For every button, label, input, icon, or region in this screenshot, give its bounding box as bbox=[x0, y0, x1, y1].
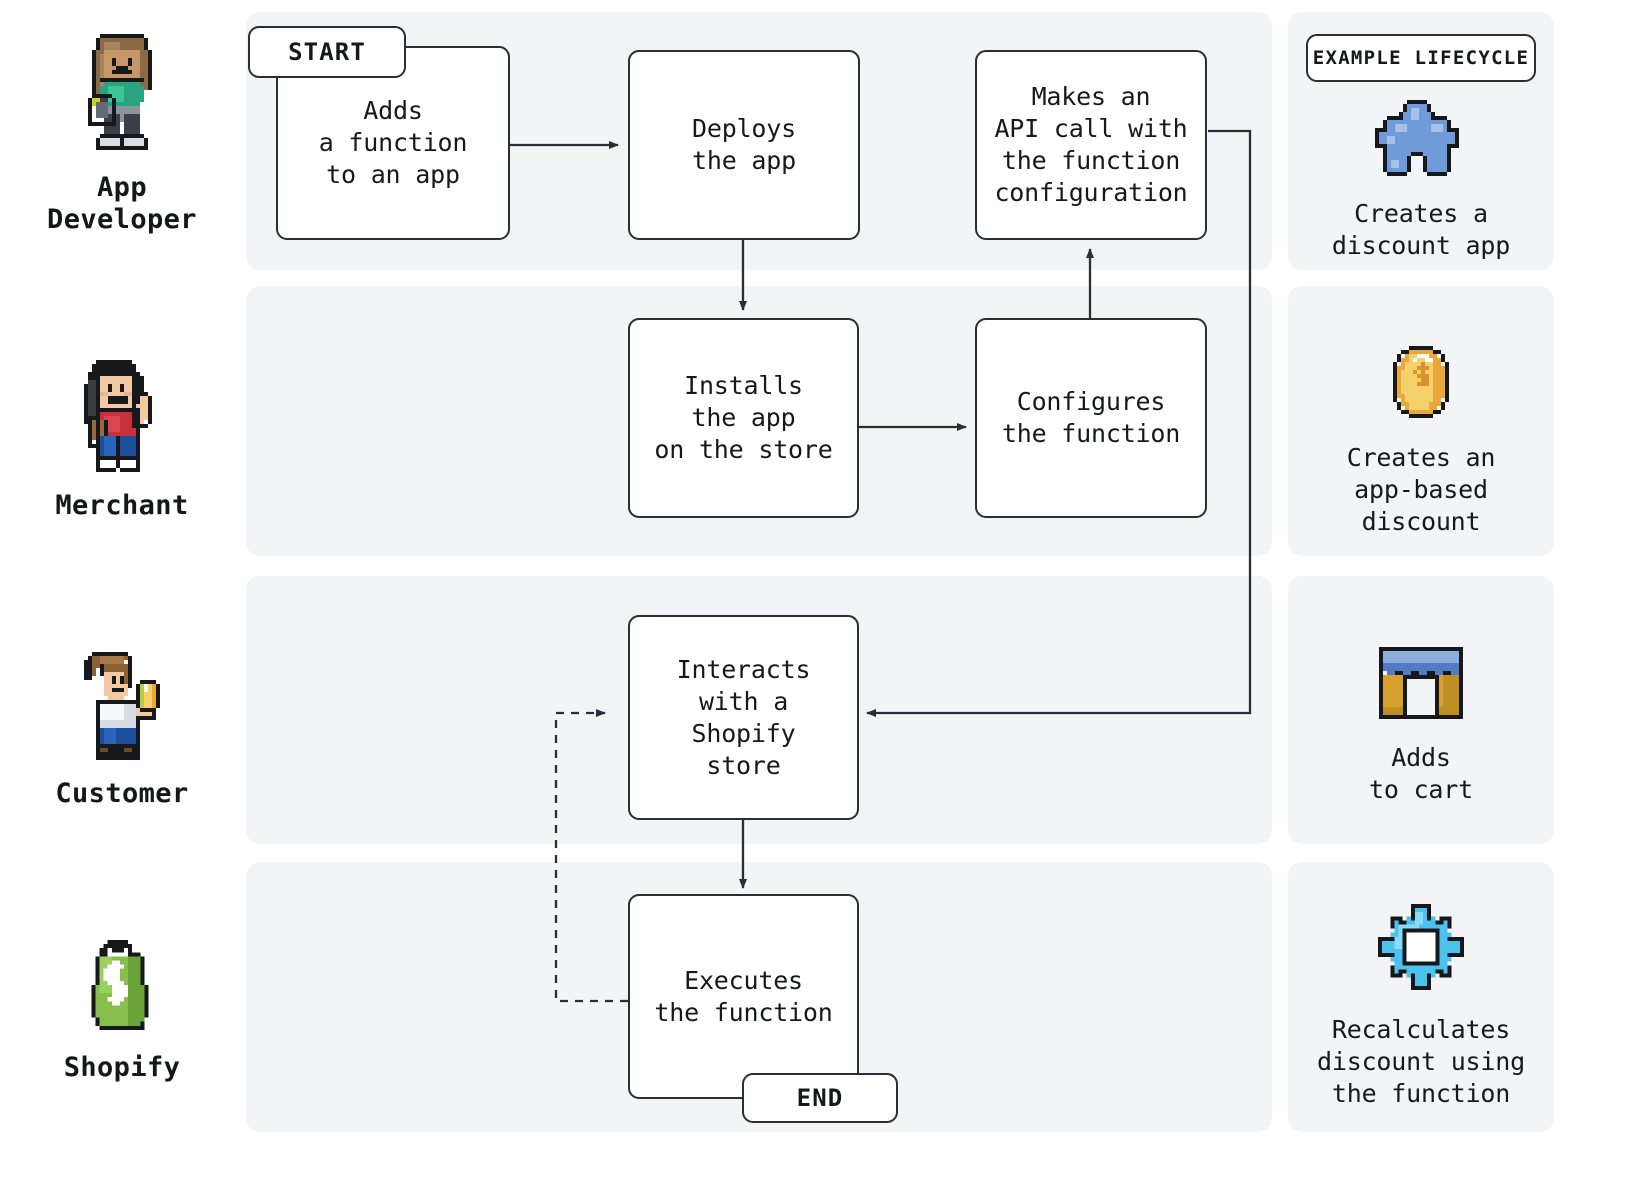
legend-card-creates-app-based-discount: Creates an app-based discount bbox=[1288, 286, 1554, 556]
gear-icon bbox=[1378, 904, 1464, 994]
flow-node-interacts-store[interactable]: Interacts with a Shopify store bbox=[628, 615, 859, 820]
shopify-bag-icon bbox=[12, 940, 232, 1038]
flow-node-label: Installs the app on the store bbox=[654, 371, 833, 464]
flow-node-deploys-app[interactable]: Deploys the app bbox=[628, 50, 860, 240]
actor-app-developer: App Developer bbox=[12, 34, 232, 235]
start-badge: START bbox=[248, 26, 406, 78]
actor-shopify: Shopify bbox=[12, 940, 232, 1084]
gold-coin-icon bbox=[1389, 342, 1453, 426]
flow-node-label: Executes the function bbox=[654, 965, 833, 1027]
actor-label: App Developer bbox=[47, 172, 197, 235]
actor-label: Merchant bbox=[55, 490, 189, 521]
end-badge-label: END bbox=[796, 1084, 844, 1112]
actor-customer: Customer bbox=[12, 648, 232, 810]
legend-label: Creates an app-based discount bbox=[1346, 443, 1496, 536]
legend-label: Adds to cart bbox=[1369, 743, 1473, 804]
storefront-icon bbox=[1375, 642, 1467, 724]
flow-node-label: Adds a function to an app bbox=[318, 96, 468, 189]
flow-node-label: Configures the function bbox=[1001, 387, 1181, 448]
actor-label: Shopify bbox=[63, 1052, 181, 1083]
flow-node-configures-function[interactable]: Configures the function bbox=[975, 318, 1207, 518]
puzzle-piece-icon bbox=[1375, 100, 1467, 184]
start-badge-label: START bbox=[288, 38, 366, 66]
legend-card-adds-to-cart: Adds to cart bbox=[1288, 576, 1554, 844]
customer-avatar-icon bbox=[12, 648, 232, 764]
merchant-avatar-icon bbox=[12, 360, 232, 476]
flow-node-executes-function[interactable]: Executes the function bbox=[628, 894, 859, 1099]
flow-node-installs-app[interactable]: Installs the app on the store bbox=[628, 318, 859, 518]
flow-node-makes-api-call[interactable]: Makes an API call with the function conf… bbox=[975, 50, 1207, 240]
end-badge: END bbox=[742, 1073, 898, 1123]
flow-node-label: Deploys the app bbox=[692, 114, 796, 175]
actor-merchant: Merchant bbox=[12, 360, 232, 522]
legend-card-recalculates-discount: Recalculates discount using the function bbox=[1288, 862, 1554, 1132]
flow-node-label: Makes an API call with the function conf… bbox=[994, 82, 1188, 207]
legend-label: Creates a discount app bbox=[1331, 199, 1511, 260]
actor-label: Customer bbox=[55, 778, 189, 809]
example-lifecycle-label: EXAMPLE LIFECYCLE bbox=[1312, 47, 1530, 69]
example-lifecycle-badge: EXAMPLE LIFECYCLE bbox=[1306, 34, 1536, 82]
flow-node-label: Interacts with a Shopify store bbox=[676, 654, 811, 780]
developer-avatar-icon bbox=[12, 34, 232, 158]
legend-label: Recalculates discount using the function bbox=[1317, 1015, 1525, 1108]
